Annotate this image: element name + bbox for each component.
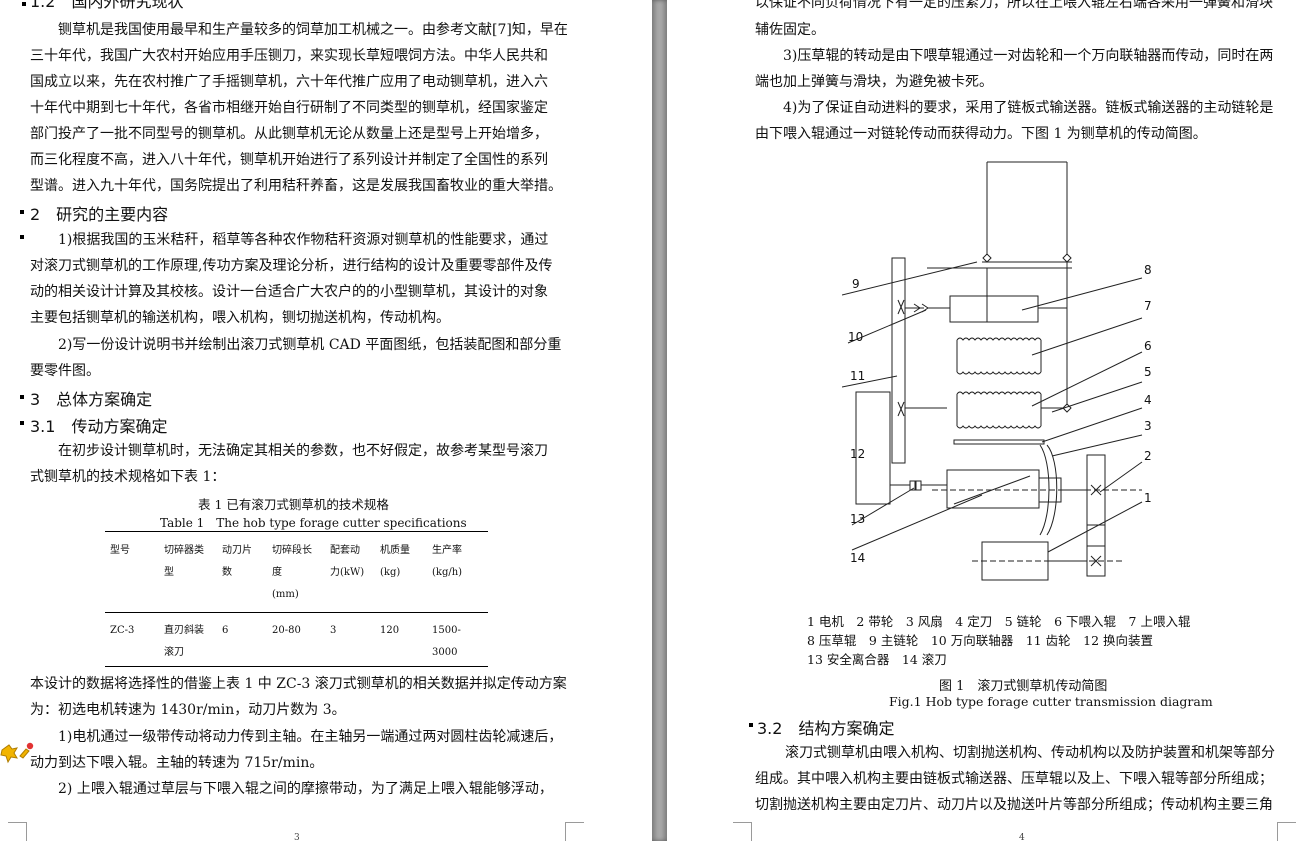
table-header-cell: 机质量(kg) xyxy=(380,545,410,578)
section-heading-1-2: 1.2 国内外研究现状 xyxy=(30,0,184,11)
diagram-label: 11 xyxy=(850,369,865,383)
spec-table: 型号 切碎器类型 动刀片数 切碎段长度(mm) 配套动力(kW) 机质量(kg)… xyxy=(106,540,488,664)
paragraph-mark xyxy=(22,2,26,6)
spec-table-mid-rule xyxy=(105,612,488,613)
table-row: ZC-3 直刃斜装滚刀 6 20-80 3 120 1500-3000 xyxy=(106,620,488,664)
table-header-cell: 型号 xyxy=(110,545,130,556)
diagram-label: 12 xyxy=(850,447,865,461)
diagram-label: 5 xyxy=(1144,365,1152,379)
diagram-label: 1 xyxy=(1144,491,1152,505)
table-caption-en: Table 1 The hob type forage cutter speci… xyxy=(160,516,467,530)
section-heading-3: 3 总体方案确定 xyxy=(30,390,153,409)
page-margin-corner xyxy=(565,822,584,841)
page-margin-corner xyxy=(1277,822,1296,841)
table-cell: ZC-3 xyxy=(110,625,135,636)
diagram-label: 8 xyxy=(1144,263,1152,277)
diagram-label: 9 xyxy=(852,277,860,291)
page-number: 4 xyxy=(1019,833,1025,841)
paragraph-mark xyxy=(20,235,24,239)
table-cell: 6 xyxy=(222,625,229,636)
diagram-label: 6 xyxy=(1144,339,1152,353)
table-header-cell: 生产率(kg/h) xyxy=(432,545,463,578)
paragraph-mark xyxy=(749,723,753,727)
paragraph-mark xyxy=(20,421,24,425)
table-header-row: 型号 切碎器类型 动刀片数 切碎段长度(mm) 配套动力(kW) 机质量(kg)… xyxy=(106,540,488,612)
page-margin-corner xyxy=(733,822,752,841)
section-heading-3-1: 3.1 传动方案确定 xyxy=(30,417,168,436)
table-cell: 直刃斜装滚刀 xyxy=(164,625,204,658)
figure-caption-en: Fig.1 Hob type forage cutter transmissio… xyxy=(889,694,1213,709)
spec-table-top-rule xyxy=(105,531,488,532)
diagram-label: 10 xyxy=(848,330,863,344)
table-cell: 3 xyxy=(330,625,337,636)
diagram-label: 3 xyxy=(1144,419,1152,433)
diagram-label: 2 xyxy=(1144,449,1152,463)
page-number: 3 xyxy=(294,833,300,841)
section-heading-2: 2 研究的主要内容 xyxy=(30,205,169,224)
document-page-right: 以保证不同负荷情况下有一定的压紧力，所以在上喂入辊左右端各采用一弹簧和滑块 辅佐… xyxy=(667,0,1302,841)
paragraph-mark xyxy=(20,210,24,214)
table-cell: 120 xyxy=(380,625,400,636)
table-cell: 20-80 xyxy=(272,625,301,636)
table-cell: 1500-3000 xyxy=(432,625,461,658)
diagram-label: 14 xyxy=(850,551,865,565)
table-caption-cn: 表 1 已有滚刀式铡草机的技术规格 xyxy=(198,497,389,512)
diagram-label: 4 xyxy=(1144,393,1152,407)
page-gutter xyxy=(652,0,667,841)
table-header-cell: 配套动力(kW) xyxy=(330,545,365,578)
spec-table-bottom-rule xyxy=(105,666,488,667)
smart-tag-icon[interactable] xyxy=(0,742,34,764)
table-header-cell: 切碎器类型 xyxy=(164,545,204,578)
figure-caption-cn: 图 1 滚刀式铡草机传动简图 xyxy=(939,679,1108,694)
paragraph-mark xyxy=(20,395,24,399)
diagram-label: 7 xyxy=(1144,299,1152,313)
table-header-cell: 切碎段长度(mm) xyxy=(272,545,312,600)
section-heading-3-2: 3.2 结构方案确定 xyxy=(757,719,895,738)
page-margin-corner xyxy=(8,822,27,841)
transmission-diagram: 1 2 3 4 5 6 7 8 9 10 11 12 13 14 xyxy=(842,161,1152,581)
document-page-left: 1.2 国内外研究现状 铡草机是我国使用最早和生产量较多的饲草加工机械之一。由参… xyxy=(0,0,584,841)
diagram-label: 13 xyxy=(850,512,865,526)
table-header-cell: 动刀片数 xyxy=(222,545,252,578)
